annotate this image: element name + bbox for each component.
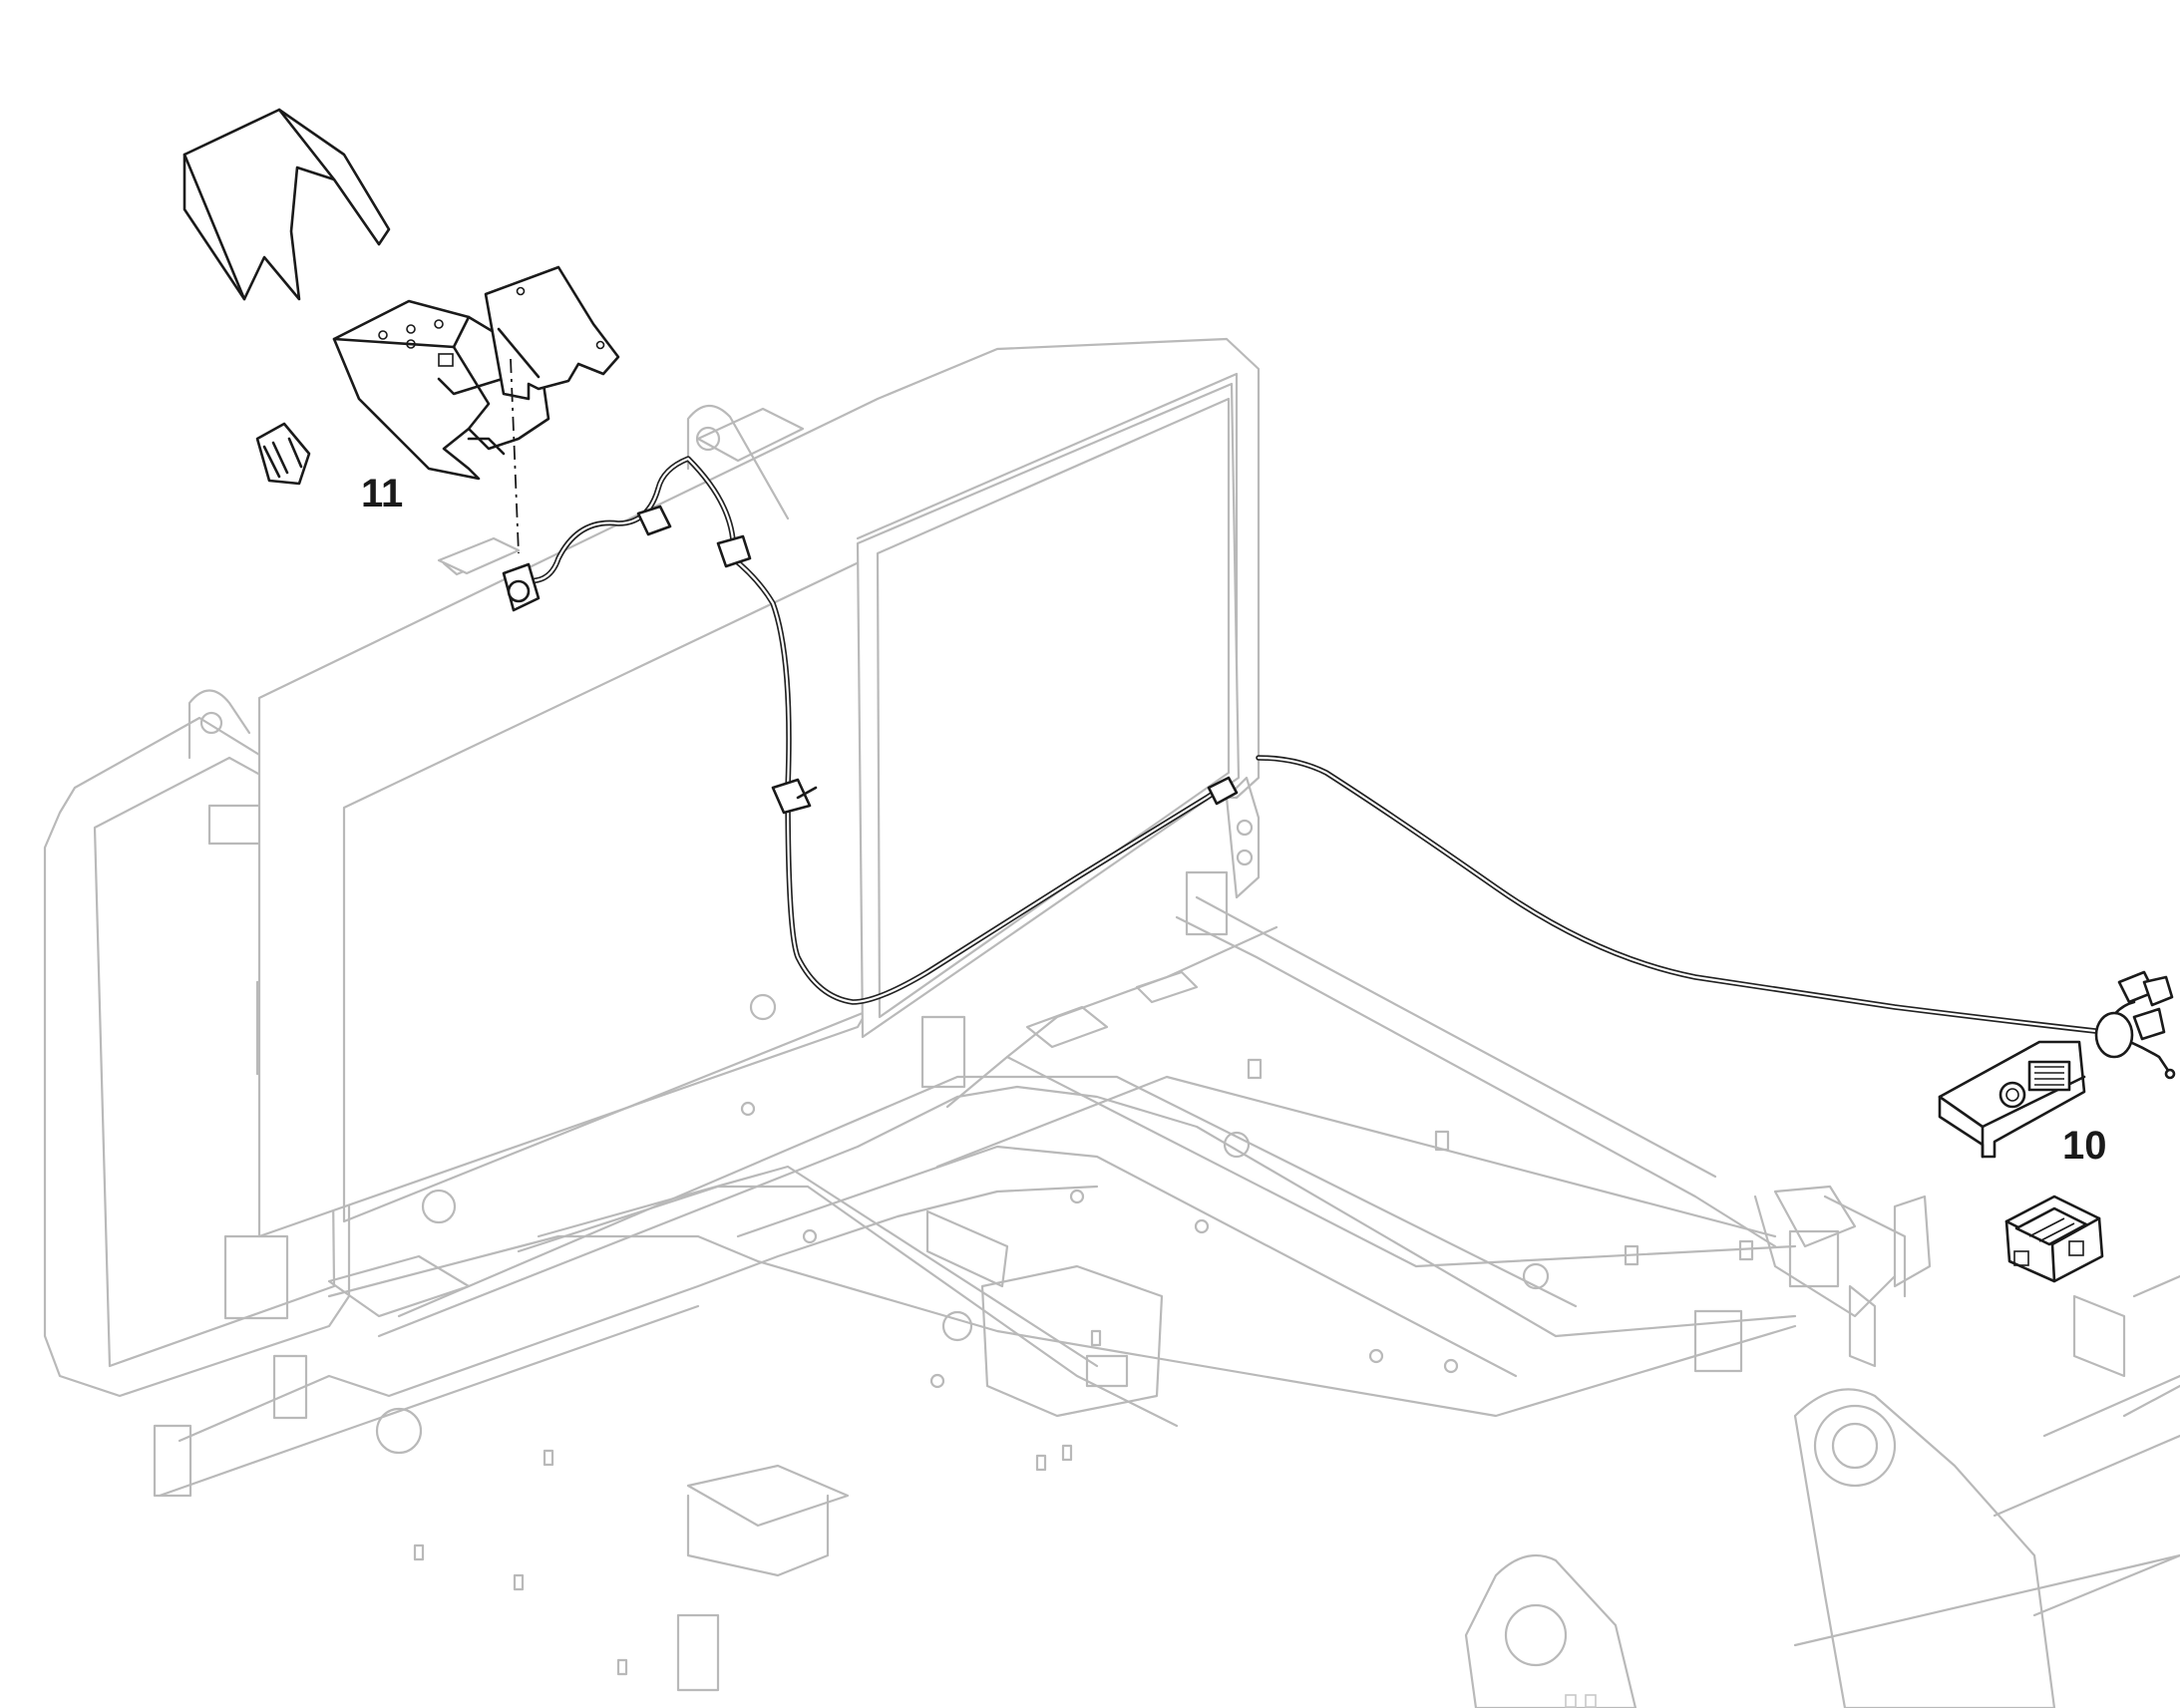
callout-11: 11	[361, 472, 403, 515]
harness-clip	[636, 505, 672, 536]
assembly-centerline	[510, 358, 520, 554]
item-10-assembly: 10	[1938, 970, 2176, 1283]
harness-clip	[716, 534, 752, 568]
wiring-harness	[502, 456, 2107, 1035]
item-11-assembly: 11	[182, 108, 620, 575]
sensor-cover	[182, 108, 391, 301]
callout-10: 10	[2062, 1124, 2107, 1168]
ghost-frame	[43, 337, 2180, 1708]
harness-clip	[771, 778, 812, 815]
rocker-switch	[2004, 1195, 2104, 1283]
sensor-clip	[255, 422, 311, 486]
harness-connector	[2094, 970, 2176, 1080]
sensor-plate	[484, 265, 620, 401]
